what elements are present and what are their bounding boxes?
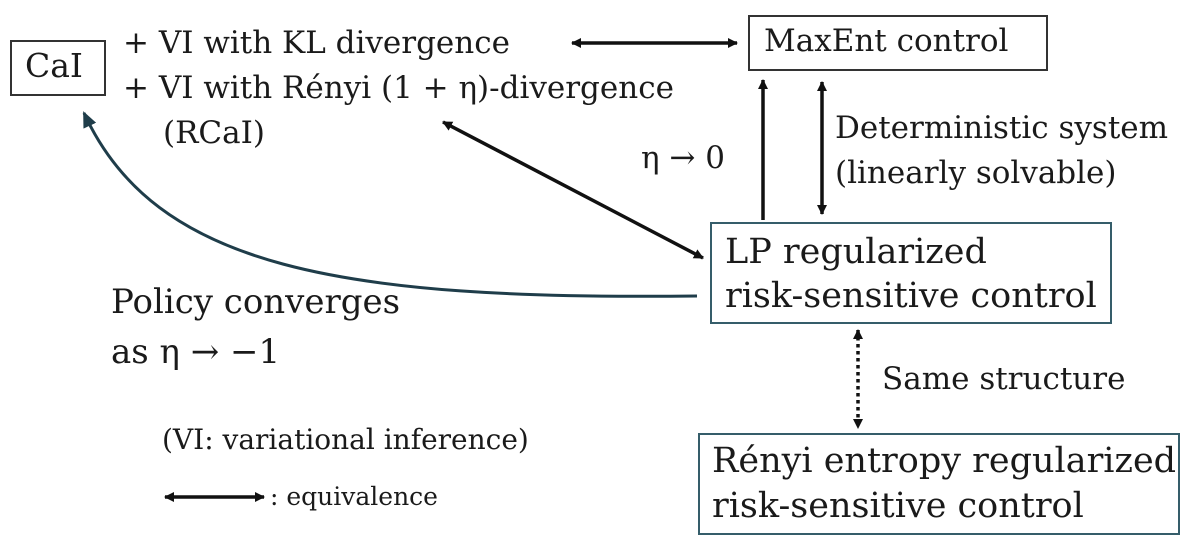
eta-zero-label: η → 0 — [641, 140, 725, 176]
cai-label: CaI — [25, 46, 83, 85]
renyi-entropy-box: Rényi entropy regularized risk-sensitive… — [698, 433, 1180, 535]
maxent-box: MaxEnt control — [748, 15, 1048, 71]
legend-equivalence-text: : equivalence — [270, 482, 438, 511]
deterministic-label-line1: Deterministic system — [835, 110, 1169, 146]
deterministic-label-line2: (linearly solvable) — [835, 155, 1117, 191]
maxent-label: MaxEnt control — [764, 23, 1009, 59]
cai-box: CaI — [10, 40, 106, 96]
edge-rcai-lp — [442, 120, 704, 260]
legend-vi-note: (VI: variational inference) — [162, 423, 529, 456]
lp-box: LP regularized risk-sensitive control — [710, 222, 1112, 324]
policy-label-line2: as η → −1 — [111, 332, 281, 372]
rcai-label: (RCaI) — [163, 115, 265, 151]
renyi-entropy-label-line1: Rényi entropy regularized — [712, 441, 1177, 481]
vi-kl-label: + VI with KL divergence — [123, 25, 510, 61]
edge-lp-cai-policy — [82, 111, 698, 298]
same-structure-label: Same structure — [882, 361, 1126, 397]
renyi-entropy-label-line2: risk-sensitive control — [712, 486, 1084, 526]
lp-label-line2: risk-sensitive control — [725, 276, 1097, 316]
policy-label-line1: Policy converges — [111, 282, 401, 322]
lp-label-line1: LP regularized — [725, 232, 987, 272]
vi-renyi-label: + VI with Rényi (1 + η)-divergence — [123, 70, 674, 106]
